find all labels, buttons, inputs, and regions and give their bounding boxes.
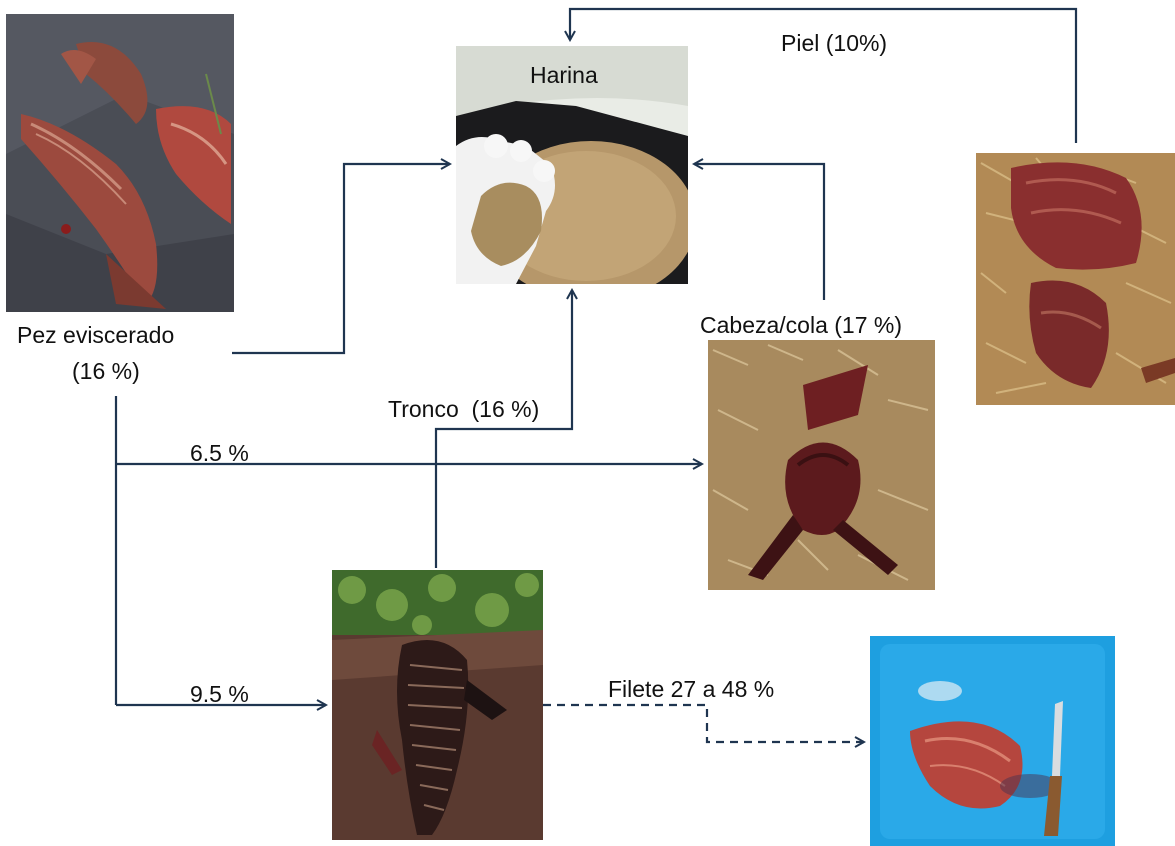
edge-label-head-tail: 6.5 % [190, 440, 249, 468]
edge-gutted-fish-to-flour [232, 164, 450, 353]
edge-backbone-to-fillet [543, 705, 864, 742]
trunk-label: Tronco (16 %) [388, 396, 539, 424]
head-tail-label: Cabeza/cola (17 %) [700, 312, 902, 340]
gutted-fish-percent: (16 %) [72, 358, 140, 386]
gutted-fish-label: Pez eviscerado [17, 322, 174, 350]
skin-label: Piel (10%) [781, 30, 887, 58]
edge-head-tail-to-flour [694, 164, 824, 300]
edge-label-backbone: 9.5 % [190, 681, 249, 709]
edge-trunk-to-flour [436, 290, 572, 568]
fillet-label: Filete 27 a 48 % [608, 676, 774, 704]
flour-label: Harina [530, 62, 598, 90]
